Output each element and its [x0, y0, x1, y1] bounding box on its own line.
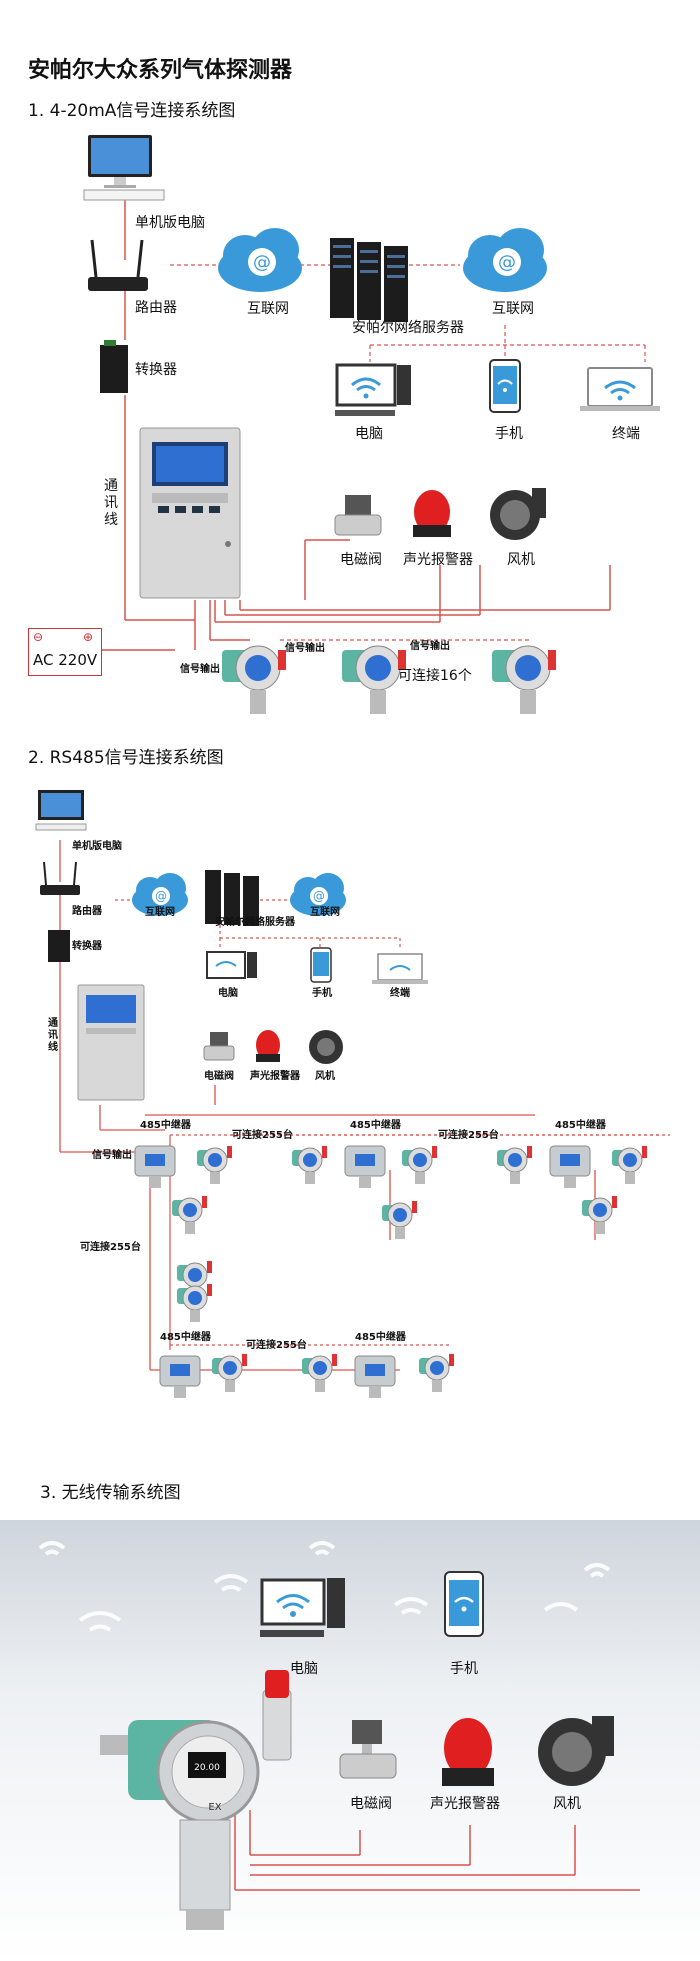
s2-fan-icon: [309, 1030, 343, 1064]
s1-signal-out-1: 信号输出: [180, 664, 220, 675]
s1-internet2-label: 互联网: [492, 301, 534, 317]
s2-repeater-label-2: 485中继器: [350, 1120, 401, 1131]
section3-heading: 3. 无线传输系统图: [40, 1483, 181, 1503]
s1-pc-label: 单机版电脑: [135, 215, 205, 231]
s1-converter-label: 转换器: [135, 362, 177, 378]
s1-valve-label: 电磁阀: [340, 552, 382, 568]
s2-internet2-label: 互联网: [310, 907, 340, 918]
s2-valve-icon: [203, 1032, 235, 1061]
router-icon: [88, 239, 148, 291]
s2-valve-label: 电磁阀: [204, 1071, 234, 1082]
detector-icon-3: [492, 645, 556, 714]
s2-router-label: 路由器: [72, 906, 102, 917]
s2-cloud-2: @: [290, 873, 346, 916]
s2-cloud-1: @: [132, 873, 188, 916]
s1-fan-label: 风机: [507, 552, 535, 568]
s3-detector-icon: 20.00 EX: [100, 1670, 292, 1930]
s2-router-icon: [40, 861, 80, 895]
s2-phone-label: 手机: [312, 988, 332, 999]
s2-fan-label: 风机: [315, 1071, 335, 1082]
phone-icon: [489, 359, 521, 413]
s3-valve-label: 电磁阀: [350, 1796, 392, 1812]
s3-fan-label: 风机: [553, 1796, 581, 1812]
s2-terminal-label: 终端: [390, 988, 410, 999]
minus-icon: ⊖: [33, 630, 44, 644]
plus-icon: ⊕: [83, 630, 94, 644]
pc-icon: [83, 135, 165, 201]
s2-desktop-icon: [206, 951, 257, 979]
s2-server-label: 安帕尔网络服务器: [215, 917, 295, 928]
section1-heading: 1. 4-20mA信号连接系统图: [28, 101, 236, 121]
detector-icon-1: [222, 645, 286, 714]
s3-fan-icon: [538, 1716, 614, 1786]
cloud-icon-1: @: [218, 228, 302, 292]
s2-repeater-label-1: 485中继器: [140, 1120, 191, 1131]
s3-phone-icon: [444, 1571, 484, 1637]
s2-laptop-icon: [372, 953, 428, 984]
s2-signal-out-label: 信号输出: [92, 1150, 132, 1161]
controller-icon: [139, 427, 241, 599]
s2-pc-label: 单机版电脑: [72, 841, 122, 852]
section1-diagram: @ @: [83, 135, 660, 714]
s1-phone-label: 手机: [495, 426, 523, 442]
svg-text:@: @: [498, 252, 516, 273]
s3-alarm-label: 声光报警器: [430, 1796, 500, 1812]
s2-repeater-label-3: 485中继器: [555, 1120, 606, 1131]
s2-repeater-label-4: 485中继器: [160, 1332, 211, 1343]
s1-power-box: ⊖ ⊕ AC 220V: [28, 628, 102, 676]
s2-alarm-icon: [256, 1030, 280, 1062]
s2-internet1-label: 互联网: [145, 907, 175, 918]
s3-screen-value: 20.00: [194, 1763, 220, 1773]
valve-icon: [334, 495, 382, 536]
s2-alarm-label: 声光报警器: [250, 1071, 300, 1082]
s2-connect255-label-1: 可连接255台: [232, 1130, 293, 1141]
s1-internet1-label: 互联网: [247, 301, 289, 317]
s2-pc-icon: [35, 790, 87, 831]
s1-signal-out-2: 信号输出: [285, 643, 325, 654]
fan-icon: [490, 488, 546, 540]
s1-router-label: 路由器: [135, 300, 177, 316]
converter-icon: [100, 340, 128, 393]
desktop-icon: [335, 363, 411, 416]
s2-connect255-label-3: 可连接255台: [80, 1242, 141, 1253]
svg-text:@: @: [313, 889, 325, 903]
s2-connect255-label-4: 可连接255台: [246, 1340, 307, 1351]
svg-text:@: @: [253, 252, 271, 273]
s1-commline-label: 通讯线: [104, 478, 118, 528]
s3-desktop-icon: [260, 1578, 345, 1637]
s3-computer-label: 电脑: [290, 1661, 318, 1677]
server-icon: [330, 238, 408, 322]
s2-repeater-label-5: 485中继器: [355, 1332, 406, 1343]
s3-valve-icon: [339, 1720, 397, 1779]
s2-connect255-label-2: 可连接255台: [438, 1130, 499, 1141]
s2-computer-label: 电脑: [218, 988, 238, 999]
s2-commline-label: 通讯线: [48, 1018, 58, 1053]
s1-terminal-label: 终端: [612, 426, 640, 442]
s2-phone-icon: [310, 947, 332, 983]
section2-heading: 2. RS485信号连接系统图: [28, 748, 224, 768]
s2-controller-icon: [77, 984, 145, 1101]
s2-server-icon: [205, 870, 259, 926]
s3-ex-mark: EX: [208, 1802, 221, 1813]
page-title: 安帕尔大众系列气体探测器: [28, 58, 293, 83]
s1-signal-out-3: 信号输出: [410, 641, 450, 652]
alarm-icon: [413, 490, 451, 537]
s2-converter-icon: [48, 930, 70, 962]
s3-alarm-icon: [442, 1718, 494, 1786]
laptop-icon: [580, 367, 660, 411]
s1-server-label: 安帕尔网络服务器: [352, 320, 464, 336]
s3-phone-label: 手机: [450, 1661, 478, 1677]
s1-connect16-label: 可连接16个: [398, 668, 472, 684]
section2-diagram: @ @: [35, 790, 670, 1371]
s1-computer-label: 电脑: [355, 426, 383, 442]
power-label: AC 220V: [33, 651, 98, 669]
s1-alarm-label: 声光报警器: [403, 552, 473, 568]
section3-diagram: 20.00 EX: [38, 1541, 640, 1930]
cloud-icon-2: @: [463, 228, 547, 292]
s2-converter-label: 转换器: [72, 941, 102, 952]
svg-text:@: @: [155, 889, 167, 903]
detector-icon-2: [342, 645, 406, 714]
